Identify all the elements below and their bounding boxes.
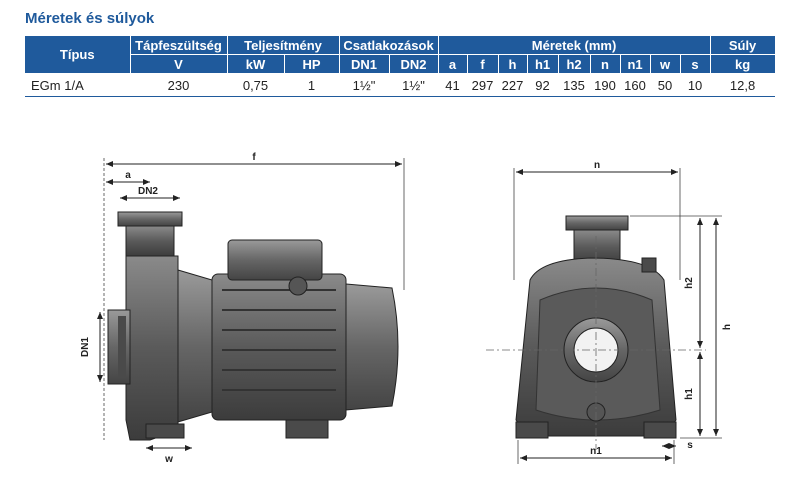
unit-header: s bbox=[680, 54, 711, 74]
dim-label-h2: h2 bbox=[684, 277, 695, 289]
dim-label-dn1: DN1 bbox=[80, 337, 91, 357]
table-cell: 227 bbox=[498, 73, 528, 97]
unit-header: w bbox=[650, 54, 681, 74]
unit-header: a bbox=[438, 54, 468, 74]
side-view-pump bbox=[107, 211, 399, 441]
col-header-meretek: Méretek (mm) bbox=[438, 36, 711, 55]
table-unit-header-row: V kW HP DN1 DN2 a f h h1 h2 n n1 w s kg bbox=[25, 54, 776, 74]
col-header-teljesitmeny: Teljesítmény bbox=[227, 36, 340, 55]
unit-header: HP bbox=[284, 54, 340, 74]
dim-label-s: s bbox=[687, 440, 693, 451]
unit-header: DN1 bbox=[339, 54, 390, 74]
front-view-pump bbox=[486, 215, 706, 450]
table-cell: 1½" bbox=[339, 73, 390, 97]
col-header-suly: Súly bbox=[710, 36, 776, 55]
table-row: EGm 1/A 230 0,75 1 1½" 1½" 41 297 227 92… bbox=[25, 73, 776, 97]
table-cell: EGm 1/A bbox=[25, 73, 130, 97]
table-cell: 41 bbox=[438, 73, 468, 97]
table-cell: 1 bbox=[284, 73, 340, 97]
unit-header: DN2 bbox=[389, 54, 439, 74]
unit-header: h1 bbox=[527, 54, 559, 74]
unit-header: kW bbox=[227, 54, 285, 74]
unit-header: h2 bbox=[558, 54, 591, 74]
dim-label-n1: n1 bbox=[590, 446, 602, 457]
pump-dimension-drawing: f a DN2 DN1 w n bbox=[80, 152, 733, 465]
side-view-dimensions: f a DN2 DN1 w bbox=[80, 152, 405, 465]
dim-label-a: a bbox=[125, 170, 131, 181]
table-cell: 135 bbox=[558, 73, 591, 97]
dim-label-w: w bbox=[164, 454, 173, 465]
unit-header: V bbox=[130, 54, 228, 74]
table-cell: 92 bbox=[527, 73, 559, 97]
specs-table: Típus Tápfeszültség Teljesítmény Csatlak… bbox=[25, 36, 776, 97]
page-title: Méretek és súlyok bbox=[25, 10, 155, 27]
dim-label-h1: h1 bbox=[684, 388, 695, 400]
dim-label-n: n bbox=[594, 160, 600, 171]
dim-label-h: h bbox=[722, 324, 733, 330]
dim-label-f: f bbox=[252, 152, 256, 163]
table-cell: 1½" bbox=[389, 73, 439, 97]
unit-header: n bbox=[590, 54, 621, 74]
unit-header: h bbox=[498, 54, 528, 74]
dim-label-dn2: DN2 bbox=[138, 186, 158, 197]
table-cell: 0,75 bbox=[227, 73, 284, 97]
unit-header: n1 bbox=[620, 54, 651, 74]
front-view-dimensions: n h h2 h1 n1 s bbox=[513, 160, 733, 464]
unit-header: f bbox=[467, 54, 499, 74]
table-cell: 230 bbox=[130, 73, 227, 97]
col-header-csatlakozasok: Csatlakozások bbox=[339, 36, 439, 55]
table-group-header-row: Típus Tápfeszültség Teljesítmény Csatlak… bbox=[25, 36, 776, 74]
table-cell: 12,8 bbox=[710, 73, 776, 97]
table-cell: 10 bbox=[680, 73, 711, 97]
table-cell: 190 bbox=[590, 73, 621, 97]
unit-header: kg bbox=[710, 54, 776, 74]
col-header-tapfeszultseg: Tápfeszültség bbox=[130, 36, 228, 55]
table-cell: 50 bbox=[650, 73, 681, 97]
table-cell: 297 bbox=[467, 73, 499, 97]
col-header-tipus: Típus bbox=[25, 36, 131, 74]
table-cell: 160 bbox=[620, 73, 651, 97]
